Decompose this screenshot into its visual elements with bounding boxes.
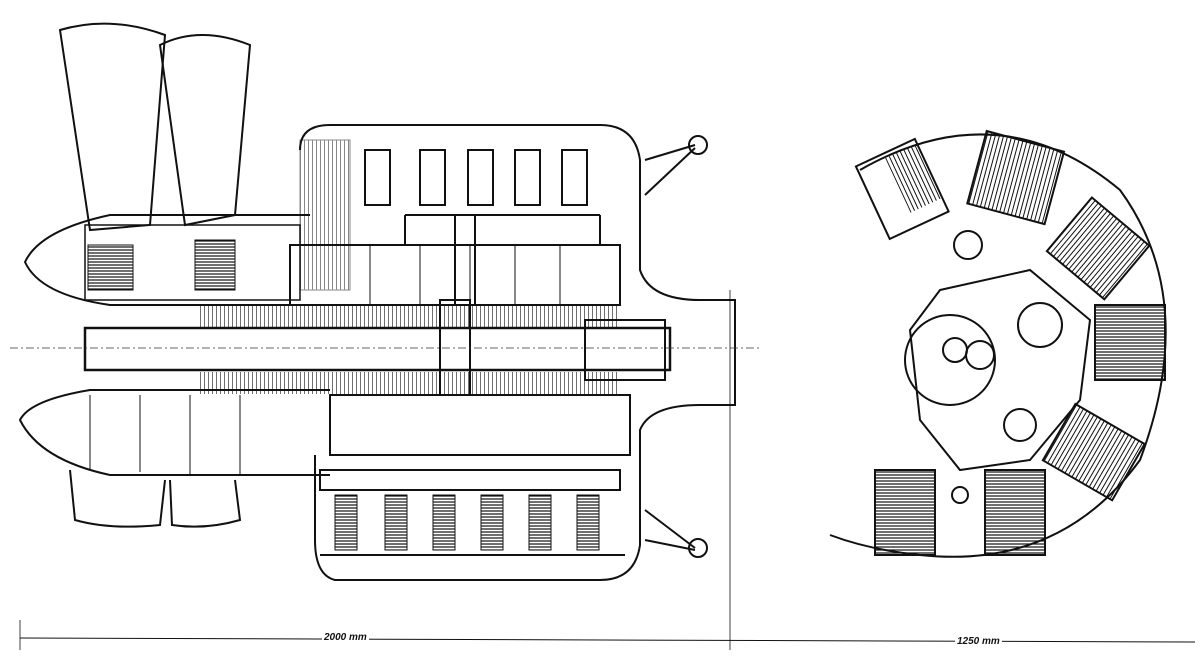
upper-cylinder-row bbox=[289, 139, 621, 306]
cylinder-head bbox=[364, 149, 391, 206]
gear-2 bbox=[194, 239, 236, 291]
crankcase-lower bbox=[329, 394, 631, 456]
front-radial-view bbox=[829, 129, 1167, 558]
shaft-flange bbox=[584, 319, 666, 381]
lower-cowl-flap bbox=[644, 509, 708, 558]
cylinder-head bbox=[419, 149, 446, 206]
radial-cylinders bbox=[854, 129, 1166, 556]
upper-spinner bbox=[23, 214, 310, 306]
lower-cylinder-row bbox=[319, 394, 631, 556]
front-view-dimension-label: 1250 mm bbox=[955, 636, 1002, 647]
crankcase-body bbox=[904, 230, 1092, 504]
side-section-view bbox=[10, 22, 760, 581]
lower-spinner bbox=[18, 389, 330, 476]
upper-cowl-flap bbox=[644, 135, 708, 196]
lower-spinner-sections bbox=[89, 395, 241, 474]
cylinder-head bbox=[514, 149, 541, 206]
cylinder-head bbox=[561, 149, 588, 206]
lower-propeller-blade-2 bbox=[169, 479, 242, 528]
upper-propeller-blade-1 bbox=[58, 22, 167, 232]
compressor-stator-upper bbox=[200, 305, 620, 327]
engine-casing bbox=[314, 124, 736, 581]
propeller-shaft bbox=[83, 326, 672, 372]
cylinder-head bbox=[467, 149, 494, 206]
lower-propeller-blade-1 bbox=[69, 469, 166, 528]
gear-1 bbox=[87, 244, 134, 291]
compressor-stator-lower bbox=[200, 372, 620, 394]
side-view-dimension-label: 2000 mm bbox=[322, 632, 369, 643]
center-hub bbox=[904, 314, 996, 406]
upper-propeller-blade-2 bbox=[158, 34, 252, 227]
